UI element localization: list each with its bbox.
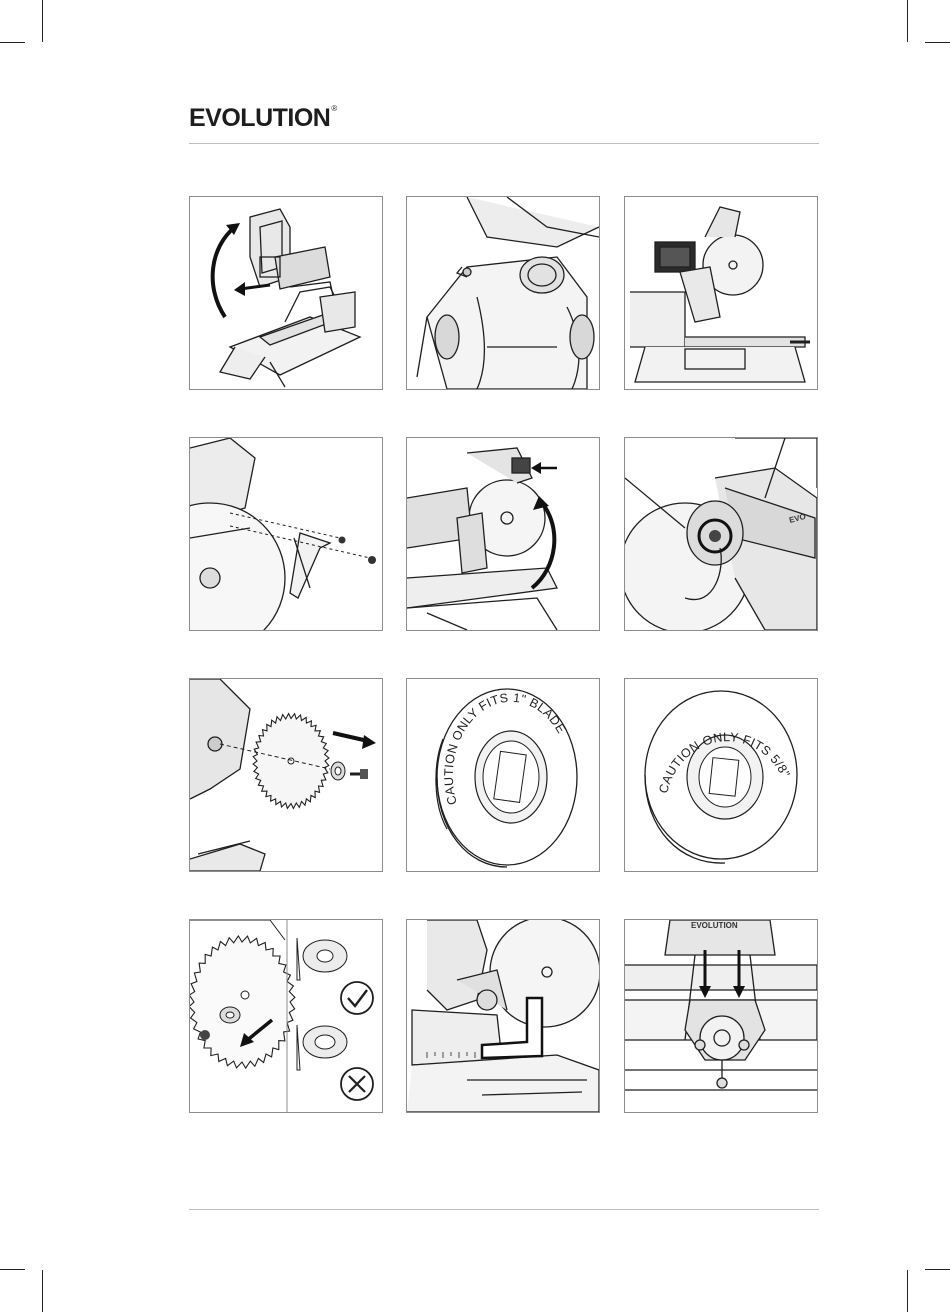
crop-mark — [42, 0, 43, 42]
crop-mark — [925, 1269, 950, 1270]
saw-brand-label: EVOLUTION — [691, 921, 738, 930]
figure-2-dust-port — [406, 196, 600, 390]
figure-8-flange-1-inch: CAUTION ONLY FITS 1" BLADES — [406, 678, 600, 872]
figure-5-guard-rotation — [406, 437, 600, 631]
brand-logo: EVOLUTION® — [189, 104, 337, 133]
figure-9-flange-5-8-inch: CAUTION ONLY FITS 5/8" BLADES — [624, 678, 818, 872]
registered-mark: ® — [331, 104, 336, 113]
crop-mark — [42, 1270, 43, 1312]
header-rule — [189, 143, 819, 144]
figure-10-flange-orientation — [189, 919, 383, 1113]
brand-name: EVOLUTION — [189, 104, 330, 132]
footer-rule — [189, 1209, 819, 1210]
crop-mark — [925, 42, 950, 43]
crop-mark — [907, 0, 908, 42]
figure-1-saw-lifted — [189, 196, 383, 390]
figure-7-blade-removal — [189, 678, 383, 872]
crop-mark — [907, 1270, 908, 1312]
figure-3-saw-side-view — [624, 196, 818, 390]
crop-mark — [0, 42, 25, 43]
figure-4-guard-link — [189, 437, 383, 631]
crop-mark — [0, 1269, 25, 1270]
figure-11-square-check — [406, 919, 600, 1113]
figure-12-depth-stop: EVOLUTION — [624, 919, 818, 1113]
figure-6-spindle-bolt: EVO — [624, 437, 818, 631]
